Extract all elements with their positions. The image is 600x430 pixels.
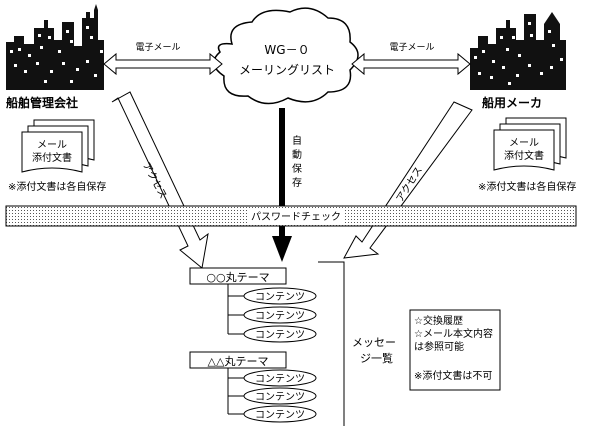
auto-save-char-2: 動 <box>292 148 302 161</box>
theme-2-content-2-node <box>243 387 317 405</box>
message-list-line1: メッセー <box>352 336 396 349</box>
email-arrow-left <box>103 52 223 76</box>
email-arrow-right <box>351 52 471 76</box>
email-right-label: 電子メール <box>389 42 434 53</box>
password-label-bg <box>248 209 344 223</box>
theme-1-box <box>189 267 287 285</box>
theme-2-tree-lines <box>227 368 244 415</box>
info-box <box>409 309 501 391</box>
mailing-list-title: WG－０ <box>264 43 309 57</box>
password-check-label: パスワードチェック <box>251 211 341 223</box>
theme-2-content-1: コンテンツ <box>255 374 305 385</box>
ship-maker-label: 船用メーカ <box>482 95 542 110</box>
theme-1-content-3: コンテンツ <box>255 330 305 341</box>
auto-save-char-1: 自 <box>292 134 302 147</box>
theme-2-box <box>189 351 287 369</box>
ship-maker-building-icon <box>470 12 566 90</box>
auto-save-arrow <box>272 108 292 262</box>
right-doc-line2: 添付文書 <box>504 149 544 162</box>
theme-1-title: ○○丸テーマ <box>206 271 269 284</box>
theme-2-content-3-node <box>243 405 317 423</box>
left-doc-line1: メール <box>37 140 67 151</box>
message-list-bracket <box>318 261 345 426</box>
left-doc-line2: 添付文書 <box>32 151 72 164</box>
theme-1-content-2-node <box>243 306 317 324</box>
theme-2-title: △△丸テーマ <box>208 355 269 368</box>
mailing-list-subtitle: メーリングリスト <box>239 63 335 77</box>
info-line-1: ☆交換履歴 <box>414 314 463 327</box>
theme-2-content-1-node <box>243 369 317 387</box>
info-note: ※添付文書は不可 <box>414 369 492 382</box>
left-save-note: ※添付文書は各自保存 <box>8 180 106 193</box>
auto-save-char-3: 保 <box>292 162 302 175</box>
auto-save-char-4: 存 <box>292 176 302 189</box>
ship-company-label: 船舶管理会社 <box>6 95 78 110</box>
access-arrow-right <box>343 101 473 259</box>
info-line-2: ☆メール本文内容 <box>414 327 493 340</box>
theme-1-content-3-node <box>243 325 317 343</box>
theme-1-content-1: コンテンツ <box>255 292 305 303</box>
theme-1-content-2: コンテンツ <box>255 311 305 322</box>
info-line-3: は参照可能 <box>414 340 464 353</box>
ship-company-building-icon <box>6 4 104 90</box>
theme-1-tree-lines <box>227 284 244 335</box>
right-doc-line1: メール <box>509 138 539 149</box>
email-left-label: 電子メール <box>135 42 180 53</box>
theme-1-content-1-node <box>243 287 317 305</box>
theme-2-content-3: コンテンツ <box>255 410 305 421</box>
theme-2-content-2: コンテンツ <box>255 392 305 403</box>
right-save-note: ※添付文書は各自保存 <box>478 180 576 193</box>
left-document-stack-icon <box>21 119 95 173</box>
mailing-list-cloud-icon <box>213 7 359 105</box>
right-document-stack-icon <box>493 117 567 171</box>
message-list-line2: ジ一覧 <box>360 351 393 365</box>
